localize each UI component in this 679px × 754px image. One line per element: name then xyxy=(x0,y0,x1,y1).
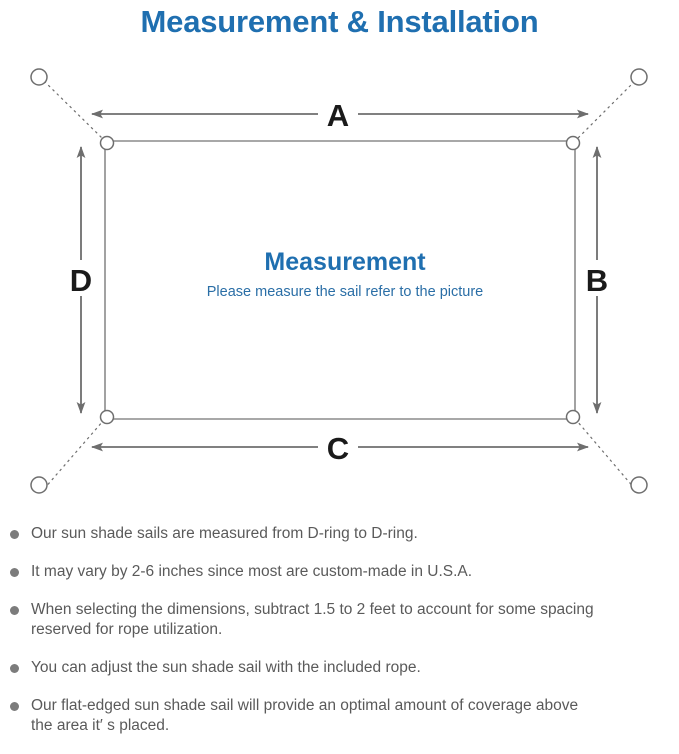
bullet-icon xyxy=(10,606,19,615)
bullet-icon xyxy=(10,530,19,539)
list-item-text: Our flat-edged sun shade sail will provi… xyxy=(31,697,579,734)
d-ring-top-left-icon xyxy=(99,135,115,151)
list-item: When selecting the dimensions, subtract … xyxy=(0,600,679,640)
bullet-icon xyxy=(10,702,19,711)
d-ring-bottom-left-icon xyxy=(99,409,115,425)
page-title: Measurement & Installation xyxy=(140,4,539,39)
rope-line-top-right xyxy=(576,80,636,140)
anchor-point-bottom-right-icon xyxy=(630,476,648,494)
diagram-svg: A C D B Measurement Please measure the s… xyxy=(30,68,648,494)
bullet-icon xyxy=(10,664,19,673)
anchor-point-bottom-left-icon xyxy=(30,476,48,494)
dimension-label-a: A xyxy=(327,98,349,133)
list-item-text: You can adjust the sun shade sail with t… xyxy=(31,659,421,676)
list-item: It may vary by 2-6 inches since most are… xyxy=(0,562,679,582)
sail-rectangle xyxy=(104,140,576,420)
list-item: You can adjust the sun shade sail with t… xyxy=(0,658,679,678)
notes-list: Our sun shade sails are measured from D-… xyxy=(0,524,679,754)
anchor-point-top-right-icon xyxy=(630,68,648,86)
dimension-label-d: D xyxy=(70,263,92,298)
dimension-label-c: C xyxy=(327,431,349,466)
center-heading: Measurement xyxy=(264,248,426,276)
rope-line-top-left xyxy=(43,80,104,140)
list-item-text: Our sun shade sails are measured from D-… xyxy=(31,525,418,542)
list-item-text: It may vary by 2-6 inches since most are… xyxy=(31,563,473,580)
dimension-label-b: B xyxy=(586,263,608,298)
d-ring-top-right-icon xyxy=(565,135,581,151)
list-item-text: When selecting the dimensions, subtract … xyxy=(31,601,594,638)
rope-line-bottom-right xyxy=(576,420,636,490)
list-item: Our sun shade sails are measured from D-… xyxy=(0,524,679,544)
d-ring-bottom-right-icon xyxy=(565,409,581,425)
anchor-point-top-left-icon xyxy=(30,68,48,86)
center-subheading: Please measure the sail refer to the pic… xyxy=(207,284,483,300)
list-item: Our flat-edged sun shade sail will provi… xyxy=(0,696,679,736)
bullet-icon xyxy=(10,568,19,577)
measurement-diagram: A C D B Measurement Please measure the s… xyxy=(0,48,679,514)
rope-line-bottom-left xyxy=(43,420,104,490)
